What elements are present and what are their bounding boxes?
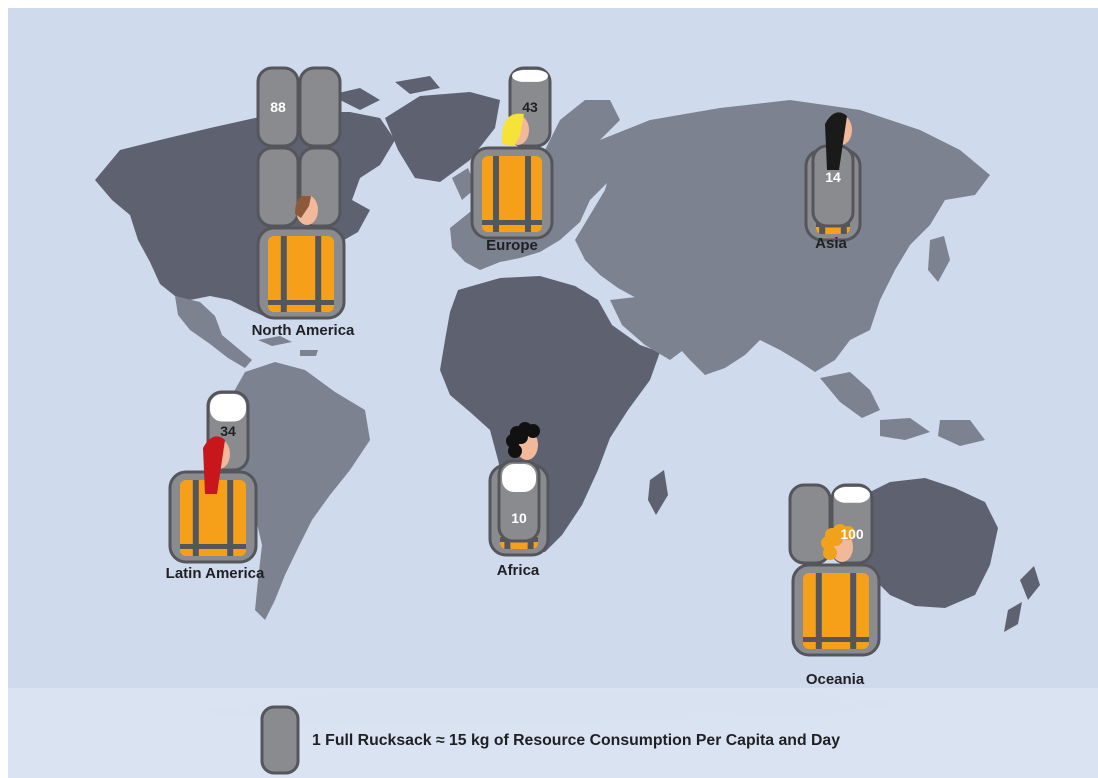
land-southeast-asia [820,372,985,446]
land-central-america [175,296,252,368]
rucksack-empty-part [502,464,536,492]
legend: 1 Full Rucksack ≈ 15 kg of Resource Cons… [260,705,840,775]
land-madagascar [648,470,668,515]
person-hair [829,532,843,546]
land-british-isles [452,168,476,200]
legend-rucksack-icon [260,705,300,775]
land-canada-islands [330,76,440,110]
vest-strap [525,156,531,232]
person-hair [514,430,528,444]
stacked-rucksack [788,483,832,565]
region-label: Asia [815,235,847,252]
legend-text: 1 Full Rucksack ≈ 15 kg of Resource Cons… [312,732,840,749]
land-africa [440,276,660,552]
region-value: 34 [220,423,236,439]
region-label: Africa [497,562,540,579]
vest-belt [268,300,334,305]
vest-strap [192,480,199,556]
region-label: Oceania [806,671,865,688]
land-south-america [226,362,370,620]
stacked-rucksack [256,66,300,148]
vest-belt [482,220,542,225]
person-hair [295,195,311,218]
land-caribbean [258,336,318,356]
vest-belt [803,637,869,642]
rucksack-empty-part [512,70,548,82]
land-greenland [385,92,500,182]
vest-strap [315,236,322,312]
person-hair [841,526,855,540]
land-arabia [610,296,690,360]
person-hair [526,424,540,438]
region-value: 100 [840,526,864,542]
person-hair [823,546,837,560]
land-australia [850,478,998,608]
land-scandinavia [540,100,620,168]
person-hair [508,444,522,458]
region-value: 14 [825,169,841,185]
legend-band [8,688,1098,778]
region-label: North America [252,322,355,339]
person-hair [203,436,225,494]
vest-strap [850,573,857,649]
stacked-rucksack [256,146,300,228]
vest-belt [180,544,246,549]
vest-strap [493,156,499,232]
rucksack-empty-part [834,487,870,503]
region-value: 43 [522,99,538,115]
land-asia [575,100,990,375]
region-label: Latin America [166,565,265,582]
vest-strap [815,573,822,649]
land-new-zealand [1004,566,1040,632]
vest-strap [280,236,287,312]
region-label: Europe [486,237,538,254]
stacked-rucksack [298,66,342,148]
vest-strap [227,480,234,556]
person-hair [501,113,524,146]
region-value: 10 [511,510,527,526]
person-hair [825,112,847,170]
region-value: 88 [270,99,286,115]
land-japan [928,236,950,282]
rucksack-empty-part [210,394,246,422]
